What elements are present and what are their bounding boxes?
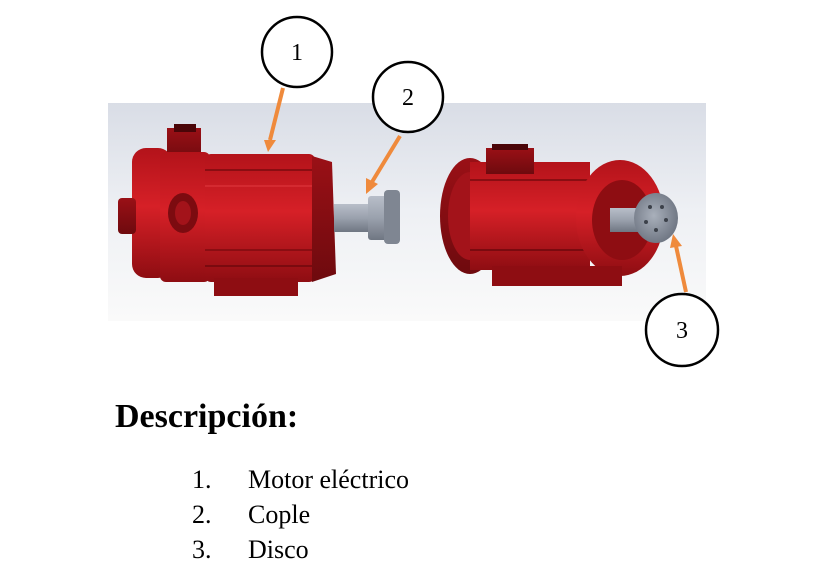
list-item: 1. Motor eléctrico (192, 462, 409, 497)
description-heading: Descripción: (115, 398, 299, 435)
callout-3-arrow (674, 245, 688, 293)
list-item-text: Cople (248, 500, 311, 529)
list-item-text: Motor eléctrico (248, 465, 409, 494)
callout-3-label: 3 (676, 318, 688, 344)
list-item: 2. Cople (192, 497, 409, 532)
list-item: 3. Disco (192, 532, 409, 567)
callout-3: 3 (644, 234, 720, 368)
callout-2-label: 2 (402, 85, 414, 111)
callout-2-arrow (370, 134, 402, 184)
list-item-number: 3. (192, 535, 212, 564)
description-list: 1. Motor eléctrico 2. Cople 3. Disco (192, 462, 409, 567)
callout-1: 1 (260, 15, 334, 152)
list-item-text: Disco (248, 535, 309, 564)
list-item-number: 1. (192, 465, 212, 494)
callout-2: 2 (366, 60, 445, 194)
callout-1-label: 1 (291, 40, 303, 66)
callout-1-arrow (268, 87, 285, 141)
motor-front-view (440, 144, 678, 286)
motor-side-view (118, 124, 400, 296)
list-item-number: 2. (192, 500, 212, 529)
motor-assembly-figure: 1 2 3 (108, 15, 720, 368)
